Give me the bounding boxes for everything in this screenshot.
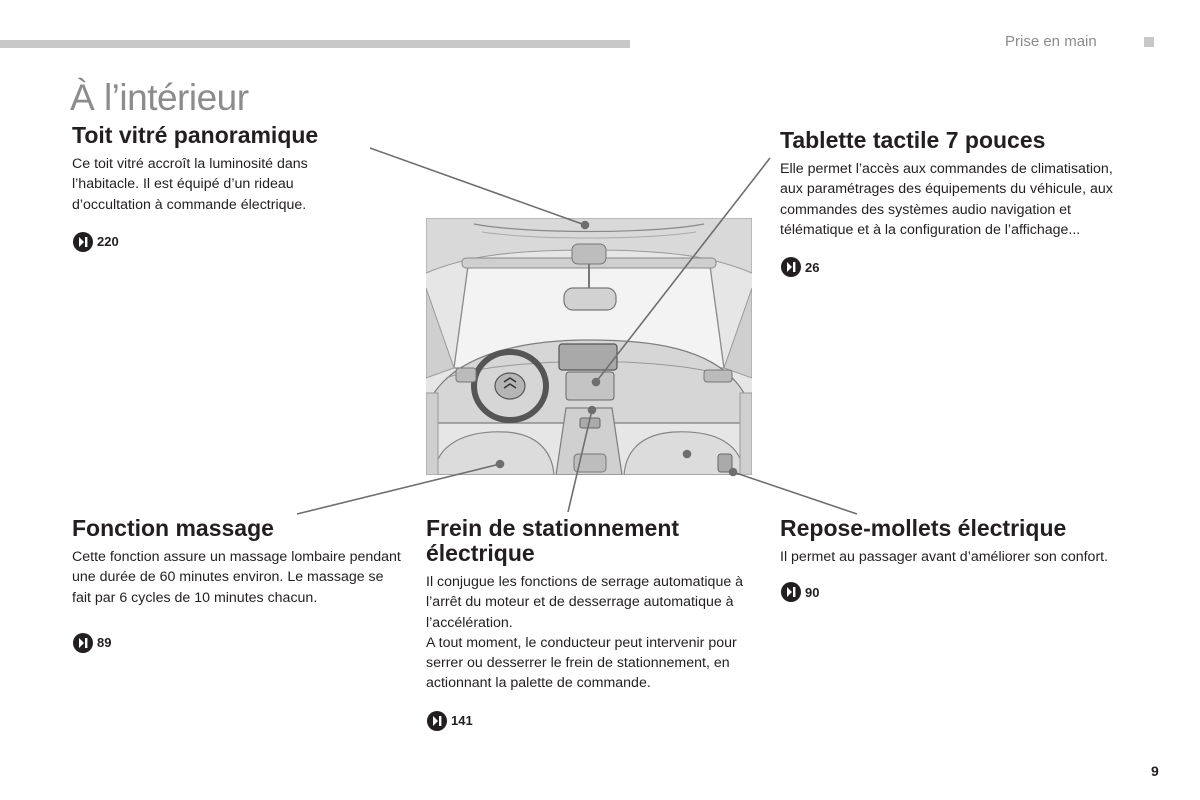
feature-panoramic-roof: Toit vitré panoramique Ce toit vitré acc… — [72, 123, 372, 253]
feature-description: Cette fonction assure un massage lombair… — [72, 549, 401, 606]
feature-title: Tablette tactile 7 pouces — [780, 127, 1046, 153]
page-reference-link[interactable]: 90 — [780, 581, 1110, 603]
feature-touch-tablet: Tablette tactile 7 pouces Elle permet l’… — [780, 128, 1120, 278]
page-reference-number: 89 — [97, 635, 112, 651]
section-label: Prise en main — [1005, 33, 1097, 50]
vehicle-interior-illustration — [426, 218, 752, 475]
page-reference-number: 26 — [805, 259, 820, 275]
page-reference-link[interactable]: 220 — [72, 231, 372, 253]
page-reference-arrow-icon — [73, 632, 93, 653]
feature-electric-legrest: Repose-mollets électrique Il permet au p… — [780, 516, 1110, 603]
feature-title: Frein de stationnement électrique — [426, 515, 680, 566]
page-reference-number: 90 — [805, 584, 820, 600]
feature-electric-parking-brake: Frein de stationnement électrique Il con… — [426, 516, 746, 732]
page-reference-arrow-icon — [73, 231, 93, 252]
feature-title: Fonction massage — [72, 515, 274, 541]
feature-description: Ce toit vitré accroît la luminosité dans… — [72, 156, 308, 213]
page-reference-number: 141 — [451, 713, 473, 729]
feature-description: Elle permet l’accès aux commandes de cli… — [780, 161, 1113, 238]
feature-title: Toit vitré panoramique — [72, 122, 319, 148]
feature-description-continued: A tout moment, le conducteur peut interv… — [426, 634, 737, 692]
page-number: 9 — [1151, 763, 1159, 779]
feature-massage: Fonction massage Cette fonction assure u… — [72, 516, 402, 654]
header-rule — [0, 40, 630, 48]
section-marker — [1144, 37, 1154, 47]
feature-description: Il permet au passager avant d’améliorer … — [780, 549, 1109, 565]
page-reference-arrow-icon — [781, 257, 801, 278]
page-reference-arrow-icon — [427, 710, 447, 731]
feature-description: Il conjugue les fonctions de serrage aut… — [426, 574, 744, 631]
page-reference-link[interactable]: 89 — [72, 632, 402, 654]
page-title: À l’intérieur — [70, 77, 249, 118]
page-reference-link[interactable]: 26 — [780, 256, 1120, 278]
page-reference-arrow-icon — [781, 582, 801, 603]
feature-title: Repose-mollets électrique — [780, 515, 1067, 541]
page-reference-link[interactable]: 141 — [426, 710, 746, 732]
page-reference-number: 220 — [97, 234, 119, 250]
